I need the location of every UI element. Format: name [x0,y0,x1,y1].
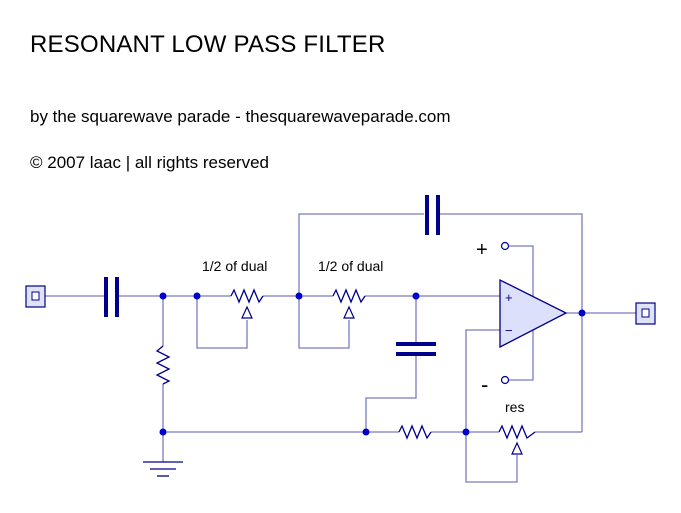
op-amp-plus-label: + [505,290,513,305]
op-amp-minus-label: − [505,323,513,338]
pot2-resistor [332,288,366,304]
res-pot-wiper [511,441,523,455]
byline: by the squarewave parade - thesquarewave… [30,107,451,126]
output-jack [635,302,656,325]
capacitors [104,195,440,356]
copyright-notice: © 2007 laac | all rights reserved [30,153,270,172]
page-title: RESONANT LOW PASS FILTER [30,31,386,58]
input-jack [25,285,46,308]
resistor-vertical [155,345,171,385]
pot2-wiper [343,305,355,319]
plus-supply-label: + [476,239,488,261]
op-amp: + − [499,278,568,349]
res-pot-resistor [498,424,536,440]
resistors [155,288,536,440]
junction-nodes [159,292,586,436]
minus-supply-label: - [481,372,488,397]
res-label: res [505,399,524,415]
resistor-bottom [398,424,432,440]
pot2-label: 1/2 of dual [318,258,383,274]
plus-supply-terminal [500,241,510,251]
pot-wipers [241,305,523,455]
wires [45,213,638,483]
pot1-wiper [241,305,253,319]
pot1-resistor [230,288,264,304]
ground-symbol [143,461,183,477]
minus-supply-terminal [500,375,510,385]
pot1-label: 1/2 of dual [202,258,267,274]
